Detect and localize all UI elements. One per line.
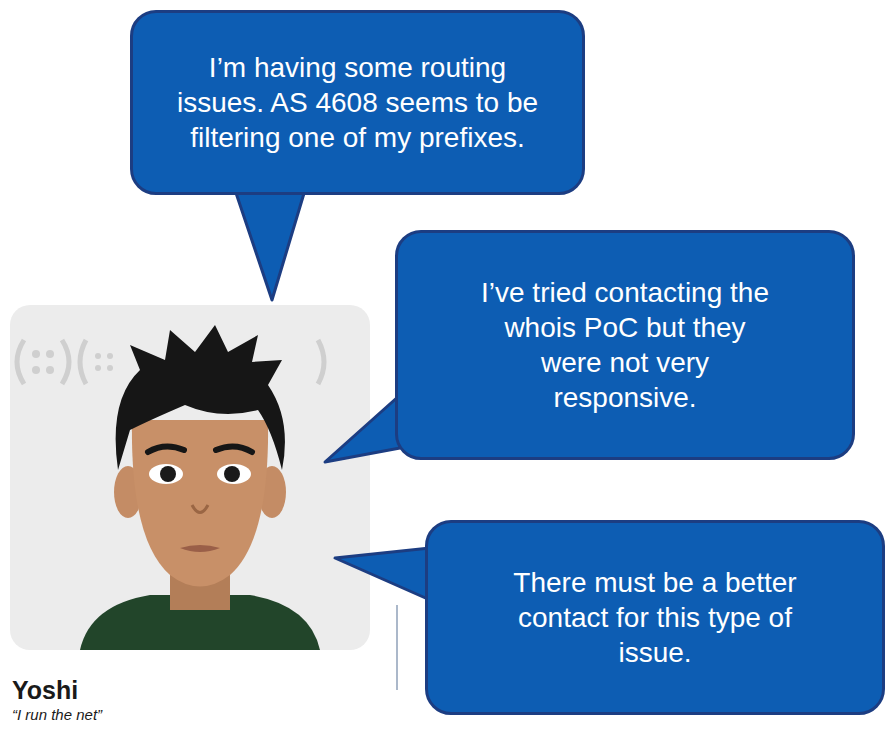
speech-bubble: I’ve tried contacting the whois PoC but … <box>395 230 855 460</box>
eye <box>149 464 183 484</box>
nose <box>192 505 208 513</box>
speech-bubble: There must be a better contact for this … <box>425 520 885 715</box>
hair <box>116 325 285 470</box>
speech-text: There must be a better contact for this … <box>513 565 797 670</box>
person-tagline: “I run the net” <box>12 706 102 723</box>
pupil <box>224 466 240 482</box>
eye <box>217 464 251 484</box>
face <box>132 420 268 587</box>
speech-text: I’ve tried contacting the whois PoC but … <box>473 275 777 415</box>
speech-bubble: I’m having some routing issues. AS 4608 … <box>130 10 585 195</box>
bubble-tail <box>325 395 400 462</box>
person-name: Yoshi <box>12 676 78 705</box>
logo-dots <box>32 350 113 374</box>
eyebrow <box>216 446 252 452</box>
speech-text: I’m having some routing issues. AS 4608 … <box>163 50 552 155</box>
bubble-tail <box>335 548 430 600</box>
pupil <box>160 466 176 482</box>
divider-line <box>396 605 398 690</box>
eyebrow <box>148 446 184 452</box>
mouth <box>180 545 220 552</box>
avatar-backdrop <box>10 305 370 650</box>
bubble-tail <box>235 190 305 300</box>
